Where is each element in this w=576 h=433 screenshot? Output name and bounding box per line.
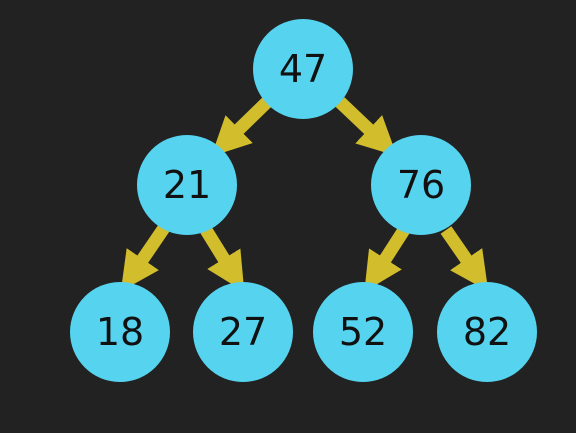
tree-node-right-right: 82 [437, 282, 537, 382]
tree-node-left: 21 [137, 135, 237, 235]
edge-47-21 [211, 97, 272, 157]
tree-node-root: 47 [253, 19, 353, 119]
edge-76-82 [440, 226, 489, 292]
tree-node-left-right: 27 [193, 282, 293, 382]
edge-47-76 [335, 97, 397, 157]
edge-21-18 [120, 224, 170, 292]
edge-21-27 [200, 226, 245, 292]
tree-node-right: 76 [371, 135, 471, 235]
edge-76-52 [364, 226, 410, 292]
tree-node-left-left: 18 [70, 282, 170, 382]
tree-node-right-left: 52 [313, 282, 413, 382]
